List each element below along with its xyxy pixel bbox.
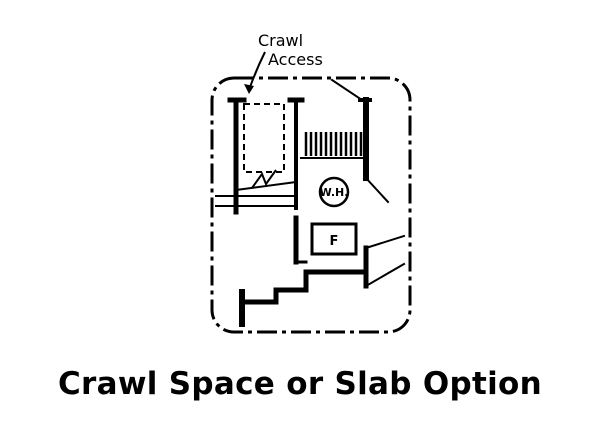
water-heater-label: W.H. — [320, 186, 349, 199]
walls — [215, 78, 406, 327]
callout-access-label: Access — [268, 50, 323, 69]
break-line-symbol — [251, 169, 277, 189]
crawl-access-hatch — [243, 103, 285, 173]
callout-leader-arrow — [244, 51, 266, 94]
furnace-fixture: F — [310, 222, 358, 256]
stair-treads — [304, 132, 363, 156]
water-heater-fixture: W.H. — [318, 176, 350, 208]
callout-crawl-label: Crawl — [258, 31, 303, 50]
property-boundary — [210, 76, 412, 334]
diagram-caption: Crawl Space or Slab Option — [57, 366, 543, 402]
furnace-label: F — [330, 234, 339, 249]
